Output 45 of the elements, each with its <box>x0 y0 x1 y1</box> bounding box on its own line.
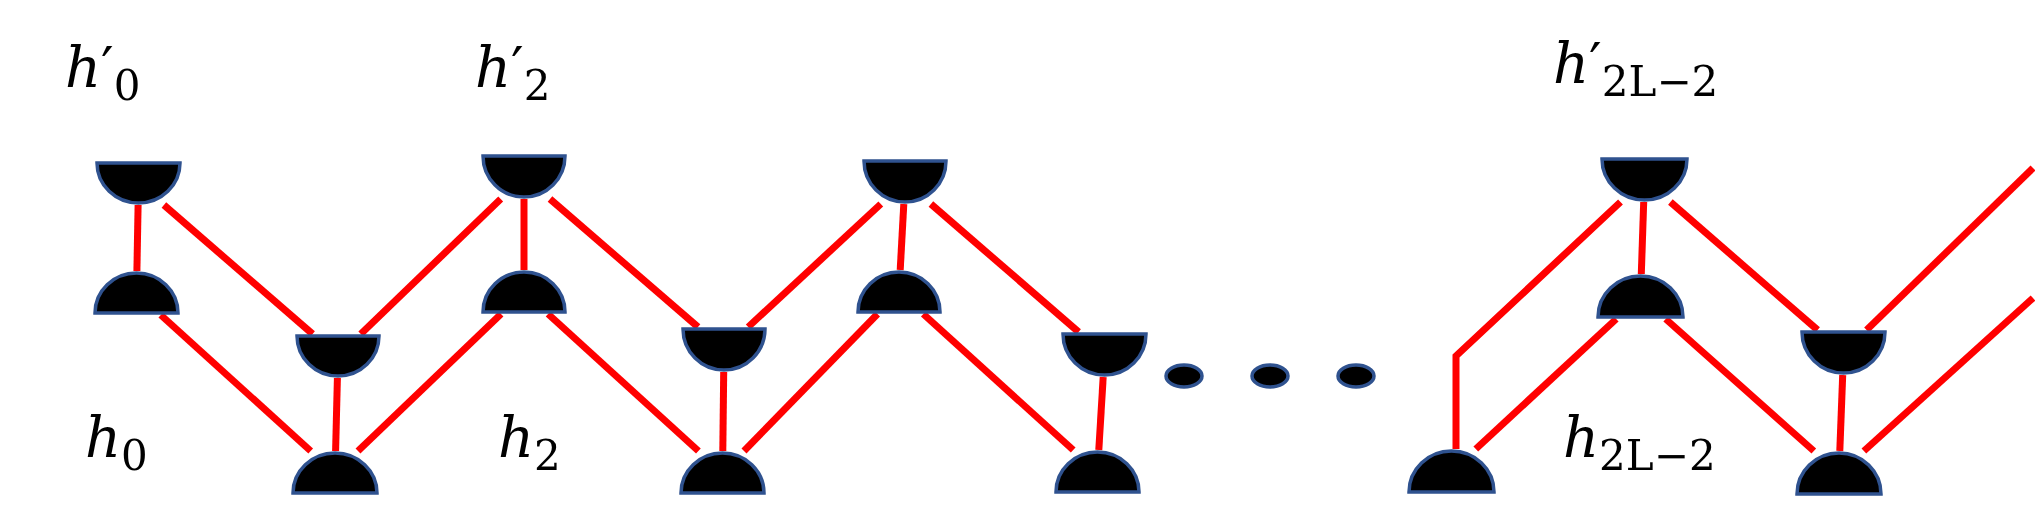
semicircle-node <box>1600 157 1689 202</box>
connector-line <box>1864 165 2035 333</box>
semicircle-node <box>481 270 567 314</box>
semicircle-node <box>95 161 182 205</box>
semicircle-node <box>291 451 379 495</box>
connector-line <box>1861 295 2035 454</box>
semicircle-node <box>1061 332 1148 377</box>
connector-line <box>1668 199 1820 333</box>
connector-line <box>1095 376 1107 451</box>
connector-line <box>332 377 341 452</box>
variable-label: h$_{2L−2}$ <box>1563 410 1716 477</box>
connector-line <box>1836 374 1847 452</box>
connector-line <box>158 312 314 454</box>
semicircle-node <box>1054 450 1141 494</box>
semicircle-node <box>856 270 942 314</box>
connector-line <box>1637 201 1648 275</box>
connector-line <box>161 202 315 337</box>
variable-label: h$_{0}$ <box>85 410 148 477</box>
connector-line <box>745 201 884 330</box>
connector-line <box>545 311 701 454</box>
connector-line <box>358 196 504 337</box>
connector-line <box>741 311 880 454</box>
variable-label: h′$_{2L−2}$ <box>1553 36 1719 103</box>
connector-line <box>1473 316 1619 452</box>
variable-label: h$_{2}$ <box>498 410 561 477</box>
semicircle-node <box>679 451 766 495</box>
connector-line <box>920 311 1076 453</box>
semicircle-node <box>862 159 948 204</box>
semicircle-node <box>1800 330 1887 375</box>
connector-line <box>896 203 908 271</box>
semicircle-node <box>1407 449 1496 494</box>
variable-label: h′$_{2}$ <box>475 40 551 107</box>
semicircle-node <box>295 334 381 378</box>
semicircle-node <box>681 327 767 372</box>
semicircle-node <box>1795 451 1883 496</box>
variable-label: h′$_{0}$ <box>65 40 141 107</box>
connector-line <box>547 196 701 330</box>
semicircle-node <box>1596 274 1685 319</box>
connector-line <box>928 201 1081 335</box>
semicircle-node <box>481 154 567 199</box>
semicircle-node <box>93 271 180 315</box>
connector-line <box>1663 316 1817 454</box>
connector-line <box>133 204 142 272</box>
connector-line <box>355 311 504 454</box>
connector-line <box>719 371 728 452</box>
